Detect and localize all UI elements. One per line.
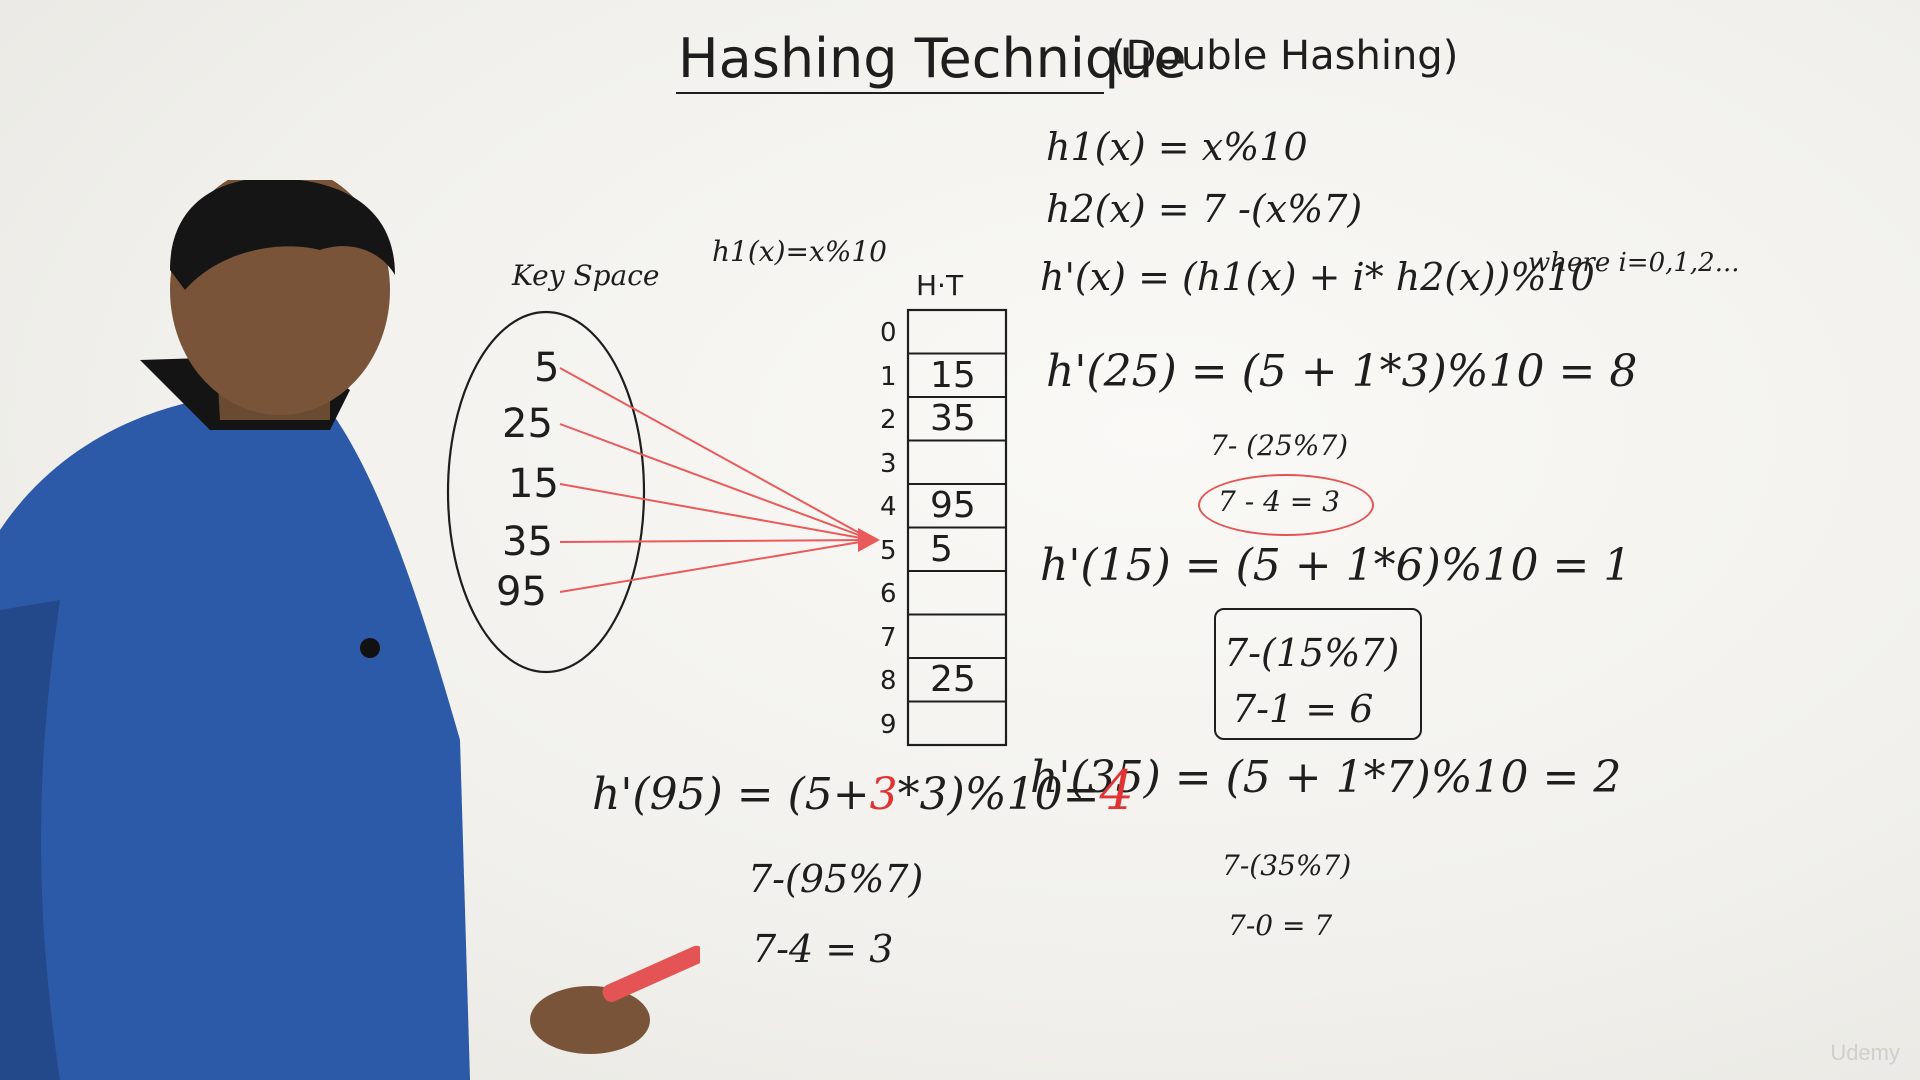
example-95-i: 3 bbox=[869, 769, 898, 820]
hash-table bbox=[906, 308, 1008, 747]
hash-index-6: 6 bbox=[880, 579, 897, 609]
presenter-hair bbox=[170, 180, 395, 290]
hash-index-0: 0 bbox=[880, 318, 897, 348]
formula-h1: h1(x) = x%10 bbox=[1046, 125, 1308, 169]
hash-index-2: 2 bbox=[880, 405, 897, 435]
boxed-steps bbox=[1214, 608, 1422, 740]
arrows-group bbox=[559, 367, 880, 593]
red-marker bbox=[602, 945, 700, 1002]
formula-h2: h2(x) = 7 -(x%7) bbox=[1046, 187, 1363, 231]
key-95: 95 bbox=[496, 569, 547, 615]
title-underline bbox=[676, 92, 1104, 94]
example-95-step2: 7-4 = 3 bbox=[752, 927, 894, 971]
key-space-label: Key Space bbox=[512, 259, 660, 292]
microphone bbox=[360, 638, 380, 658]
circled-result bbox=[1198, 474, 1374, 536]
key-space-oval bbox=[446, 310, 646, 674]
key-35: 35 bbox=[502, 519, 553, 565]
example-25-step2: 7 - 4 = 3 bbox=[1218, 485, 1340, 518]
example-95-result: 4 bbox=[1099, 759, 1134, 822]
hash-index-3: 3 bbox=[880, 448, 897, 479]
example-25: h'(25) = (5 + 1*3)%10 = 8 bbox=[1046, 346, 1638, 397]
example-95-mid: *3)%10= bbox=[897, 769, 1100, 820]
title: Hashing Technique bbox=[678, 27, 1187, 90]
hash-index-5: 5 bbox=[880, 535, 897, 566]
arrowhead bbox=[858, 528, 880, 552]
hash-cell-8: 25 bbox=[930, 659, 976, 700]
arrow-5 bbox=[559, 367, 873, 541]
hash-index-1: 1 bbox=[880, 361, 897, 392]
subtitle: (Double Hashing) bbox=[1110, 33, 1459, 79]
key-5: 5 bbox=[534, 345, 560, 391]
hash-index-9: 9 bbox=[880, 709, 897, 740]
hash-cell-2: 35 bbox=[930, 398, 976, 439]
hash-cell-4: 95 bbox=[930, 485, 976, 526]
udemy-watermark: Udemy bbox=[1830, 1040, 1900, 1065]
hash-index-8: 8 bbox=[880, 666, 897, 696]
arrow-25 bbox=[559, 423, 873, 541]
formula-hprime: h'(x) = (h1(x) + i* h2(x))%10 bbox=[1040, 255, 1595, 299]
hash-table-label: H·T bbox=[916, 269, 964, 302]
example-95-lhs: h'(95) = (5+ bbox=[592, 769, 870, 820]
example-15-step2: 7-1 = 6 bbox=[1232, 687, 1374, 731]
key-25: 25 bbox=[502, 401, 553, 447]
hash-cell-5: 5 bbox=[930, 528, 953, 570]
example-15-step1: 7-(15%7) bbox=[1224, 631, 1400, 675]
example-35: h'(35) = (5 + 1*7)%10 = 2 bbox=[1030, 752, 1622, 803]
arrow-35 bbox=[559, 539, 873, 543]
example-35-step1: 7-(35%7) bbox=[1222, 849, 1352, 882]
hash-index-4: 4 bbox=[880, 492, 897, 522]
hash-index-7: 7 bbox=[880, 622, 897, 653]
arrow-15 bbox=[559, 483, 873, 541]
example-15: h'(15) = (5 + 1*6)%10 = 1 bbox=[1040, 540, 1632, 591]
presenter-shirt bbox=[0, 400, 470, 1080]
arrow-95 bbox=[559, 539, 873, 593]
formula-where: where i=0,1,2... bbox=[1528, 248, 1740, 278]
presenter bbox=[0, 180, 700, 1080]
hash-cell-1: 15 bbox=[930, 354, 976, 396]
example-25-step1: 7- (25%7) bbox=[1210, 429, 1349, 462]
key-15: 15 bbox=[508, 461, 559, 507]
h1-label: h1(x)=x%10 bbox=[712, 235, 887, 268]
example-35-step2: 7-0 = 7 bbox=[1228, 909, 1333, 942]
example-95: h'(95) = (5+3*3)%10=4 bbox=[592, 764, 1134, 818]
presenter-hand bbox=[530, 986, 650, 1054]
example-95-step1: 7-(95%7) bbox=[748, 857, 924, 901]
